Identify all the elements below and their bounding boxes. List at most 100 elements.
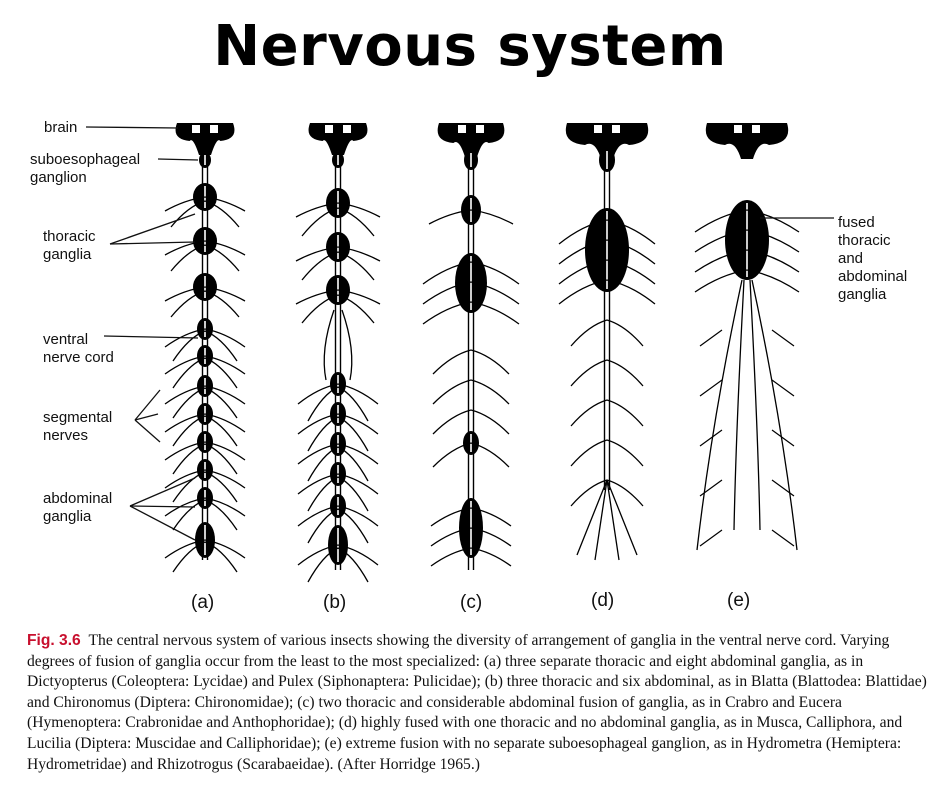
segmental-nerve [337,443,379,465]
segmental-nerve [204,200,240,228]
segmental-nerve [204,499,238,531]
segmental-nerve [699,329,795,347]
segmental-nerve [337,383,379,405]
segmental-nerve [204,240,246,256]
segmental-nerve [204,469,246,489]
label-abdominal-2: ganglia [43,508,92,525]
label-segmental-2: nerves [43,427,88,444]
panel-label-a: (a) [191,592,214,613]
segmental-nerve [172,357,206,389]
segmental-nerve [694,249,748,273]
segmental-nerve [170,244,206,272]
panel-label-c: (c) [460,592,482,613]
brain-b [308,123,368,155]
segmental-nerve [170,290,206,318]
segmental-nerve [337,386,369,422]
segmental-nerve [295,246,339,262]
segmental-nerve [337,446,369,482]
segmental-nerve [164,441,206,461]
segmental-nerve [570,319,608,347]
segmental-nerve [746,249,800,273]
segmental-nerve [307,547,339,583]
segmental-nerve [164,355,206,375]
segmental-nerve [699,379,795,397]
label-thoracic: thoracic [43,228,96,245]
segmental-nerve [606,479,644,507]
segmental-nerve [470,281,520,305]
segmental-nerve [204,196,246,212]
segmental-nerve [606,319,644,347]
segmental-nerve [746,229,800,253]
segmental-nerve [164,469,206,489]
segmental-nerve [172,541,206,573]
segmental-nerve [430,547,472,567]
segmental-nerve [337,202,381,218]
segmental-nerve [204,357,238,389]
segmental-nerve [570,399,608,427]
label-fused-2: thoracic [838,232,891,249]
segmental-nerve [470,209,514,225]
segmental-nerve [337,246,381,262]
segmental-nerve [699,429,795,447]
label-abdominal: abdominal [43,490,112,507]
label-ventral-2: nerve cord [43,349,114,366]
segmental-nerve [337,476,369,512]
segmental-nerve [470,301,520,325]
segmental-nerve [337,505,379,527]
specimen-drawings [164,123,800,583]
segmental-nerve [337,416,369,452]
segmental-nerve [204,441,246,461]
segmental-nerve [172,330,206,362]
label-brain: brain [44,119,77,136]
segmental-nerve [204,539,246,559]
segmental-nerve [307,508,339,544]
figure-number: Fig. 3.6 [27,632,81,649]
segmental-nerve [164,385,206,405]
segmental-nerve [470,379,510,405]
segmental-nerve [470,547,512,567]
segmental-nerve [164,240,206,256]
label-fused-4: abdominal [838,268,907,285]
label-suboesophageal-2: ganglion [30,169,87,186]
segmental-nerve [337,289,381,305]
segmental-nerve [746,269,800,293]
segmental-nerve [606,239,656,265]
brain-c [437,123,505,157]
segmental-nerve [337,413,379,435]
segmental-nerve [606,259,656,285]
segmental-nerve [295,202,339,218]
segmental-nerve [297,544,339,566]
segmental-nerve [606,279,656,305]
segmental-nerve [337,508,369,544]
segmental-nerve [432,442,472,468]
segmental-nerve [297,473,339,495]
segmental-nerve [432,349,472,375]
segmental-nerve [606,399,644,427]
segmental-nerve [430,527,472,547]
segmental-nerve [204,286,246,302]
segmental-nerve [307,446,339,482]
segmental-nerve [204,497,246,517]
panel-label-e: (e) [727,590,750,611]
brain-e [705,123,789,159]
segmental-nerve [470,261,520,285]
segmental-nerve [470,349,510,375]
segmental-nerve [204,328,246,348]
segmental-nerve [172,471,206,503]
segmental-nerve [164,286,206,302]
segmental-nerve [470,527,512,547]
segmental-nerve [694,269,748,293]
segmental-nerve [422,261,472,285]
segmental-nerve [470,442,510,468]
segmental-nerve [301,251,339,281]
label-segmental: segmental [43,409,112,426]
label-fused-5: ganglia [838,286,887,303]
segmental-nerve [606,359,644,387]
segmental-nerve [204,385,246,405]
segmental-nerve [699,479,795,497]
segmental-nerve [570,359,608,387]
segmental-nerve [204,541,238,573]
segmental-nerve [558,219,608,245]
segmental-nerve [337,547,369,583]
segmental-nerve [164,328,206,348]
